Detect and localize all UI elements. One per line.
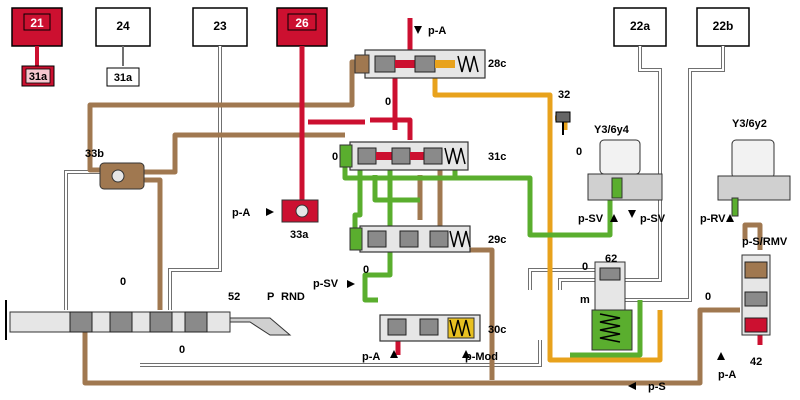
selector-valve: 52 P RND [5, 291, 305, 340]
valve-29c-label: 29c [488, 234, 506, 246]
sub-box-31a-white: 31a [106, 67, 140, 87]
exhaust-zero-62: 0 [582, 261, 588, 273]
valve-28c: 28c [354, 49, 506, 79]
selector-p-label: P [267, 291, 274, 303]
valve-30c: 30c [379, 314, 506, 342]
selector-rnd-label: RND [281, 291, 305, 303]
solenoid-y2-label: Y3/6y2 [732, 118, 767, 130]
sub-box-31a-red-label: 31a [29, 71, 48, 83]
valve-28c-label: 28c [488, 58, 506, 70]
exhaust-zero-42: 0 [705, 291, 711, 303]
spring-m-label: m [580, 294, 590, 306]
exhaust-zero-28c: 0 [385, 96, 391, 108]
box-22a: 22a [613, 7, 667, 47]
box-21-label: 21 [30, 16, 44, 30]
exhaust-zero-selector-mid: 0 [179, 344, 185, 356]
pressure-psv-y4-left: p-SV [578, 213, 604, 225]
valve-30c-label: 30c [488, 324, 506, 336]
pressure-pmod: p-Mod [465, 351, 498, 363]
pressure-ps: p-S [648, 381, 666, 393]
exhaust-zero-31c: 0 [332, 151, 338, 163]
valve-32: 32 [555, 89, 571, 135]
pressure-pa-33a: p-A [232, 207, 250, 219]
valve-33a-label: 33a [290, 229, 309, 241]
box-23-label: 23 [213, 19, 227, 33]
box-21: 21 [11, 7, 63, 47]
valve-42: 42 [741, 254, 771, 368]
box-22a-label: 22a [630, 19, 650, 33]
box-22b-label: 22b [713, 19, 734, 33]
box-26: 26 [276, 7, 328, 47]
pressure-pa-42: p-A [718, 369, 736, 381]
valve-33b: 33b [85, 148, 145, 190]
box-23: 23 [192, 7, 248, 47]
valve-62: 62 m [580, 253, 633, 351]
exhaust-zero-32: 0 [576, 146, 582, 158]
pressure-labels: p-A p-A p-A p-Mod p-SV p-SV p-SV p-RV p-… [232, 25, 788, 393]
valve-42-label: 42 [750, 356, 762, 368]
exhaust-zero-29c: 0 [363, 264, 369, 276]
pressure-psv-29c: p-SV [313, 278, 339, 290]
box-24: 24 [95, 7, 151, 47]
solenoid-y3-6y2: Y3/6y2 [717, 118, 791, 217]
valve-33a: 33a [281, 199, 319, 241]
box-22b: 22b [696, 7, 750, 47]
valve-33b-label: 33b [85, 148, 104, 160]
valve-31c-label: 31c [488, 151, 506, 163]
sub-box-31a-white-label: 31a [114, 72, 133, 84]
valve-52-label: 52 [228, 291, 240, 303]
pressure-prv: p-RV [700, 213, 726, 225]
exhaust-zero-selector-left: 0 [120, 276, 126, 288]
valve-31c: 31c [339, 141, 506, 171]
pressure-pa-30c: p-A [362, 351, 380, 363]
pressure-pa-top: p-A [428, 25, 446, 37]
pressure-ps-rmv: p-S/RMV [742, 236, 788, 248]
box-26-label: 26 [295, 16, 309, 30]
solenoid-y3-6y4: Y3/6y4 [587, 124, 663, 201]
pressure-psv-y4-right: p-SV [640, 213, 666, 225]
white-lines [64, 46, 725, 367]
valve-29c: 29c [349, 225, 506, 253]
valve-62-label: 62 [605, 253, 617, 265]
solenoid-y4-label: Y3/6y4 [594, 124, 630, 136]
sub-box-31a-red: 31a [21, 65, 55, 87]
box-24-label: 24 [116, 19, 130, 33]
valve-32-label: 32 [558, 89, 570, 101]
exhaust-labels: 0 0 0 0 0 0 0 0 [120, 96, 711, 356]
